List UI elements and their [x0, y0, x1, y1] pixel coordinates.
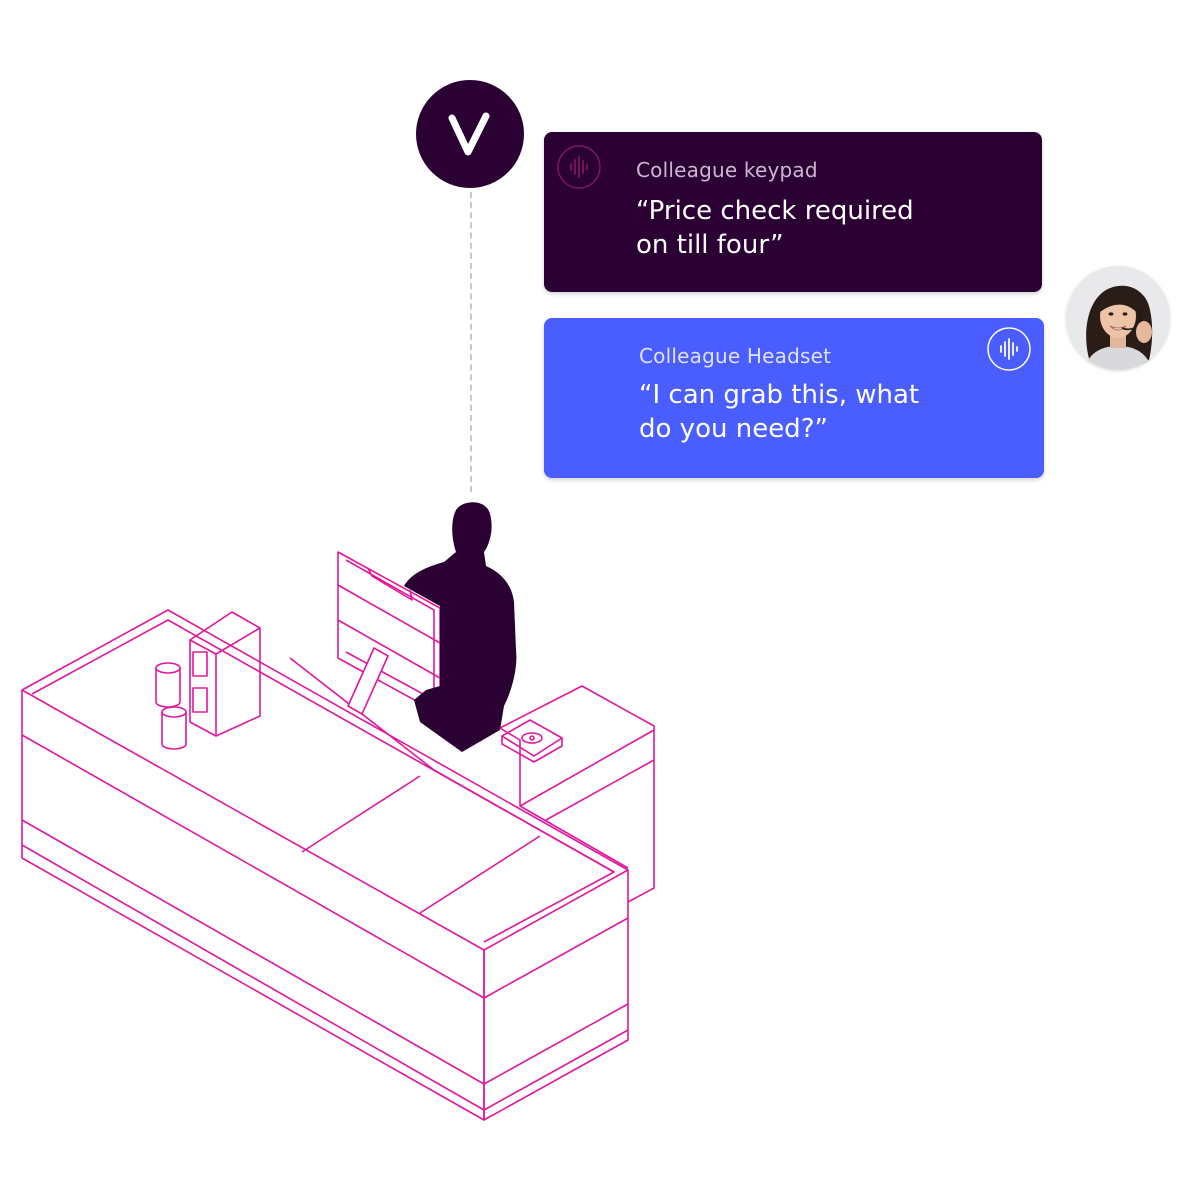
- keypad-message-bubble: Colleague keypad “Price check required o…: [544, 132, 1042, 292]
- message-source-label: Colleague Headset: [639, 344, 832, 368]
- headset-message-bubble: Colleague Headset “I can grab this, what…: [544, 318, 1044, 478]
- message-text: “Price check required on till four”: [636, 196, 914, 260]
- voice-wave-icon: [987, 327, 1031, 371]
- brand-badge: [416, 80, 524, 188]
- card-reader: [501, 719, 563, 763]
- cans: [155, 662, 187, 750]
- person-with-headset-icon: [1084, 285, 1153, 370]
- message-source-label: Colleague keypad: [636, 158, 818, 182]
- v-logo-icon: [448, 112, 490, 156]
- cashier-silhouette: [404, 502, 517, 752]
- connector-line: [470, 192, 472, 492]
- counter-top: [21, 609, 629, 951]
- message-text: “I can grab this, what do you need?”: [639, 380, 920, 444]
- side-cabinet: [499, 685, 655, 903]
- voice-wave-icon: [557, 145, 601, 189]
- colleague-avatar: [1066, 266, 1170, 370]
- cash-box: [189, 611, 261, 737]
